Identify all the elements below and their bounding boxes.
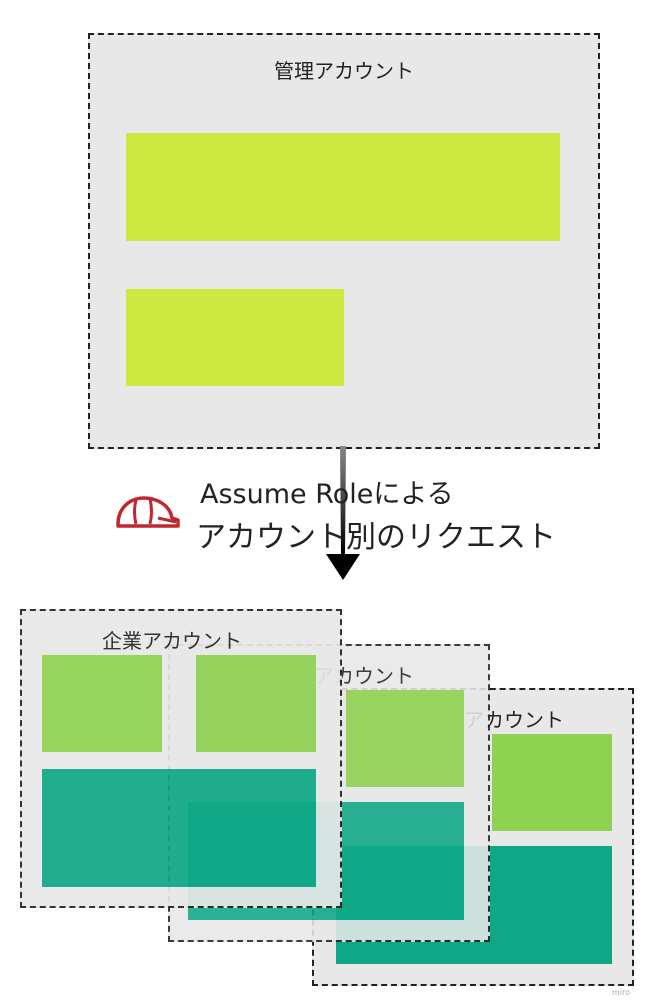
management-block-small (126, 289, 344, 386)
helmet-icon (116, 496, 180, 528)
management-block-large (126, 133, 560, 241)
account-panel-1: 企業アカウント (20, 609, 342, 908)
management-account-panel: 管理アカウント (88, 33, 600, 449)
account-title: 企業アカウント (102, 629, 242, 653)
account-block-small-left (42, 655, 162, 752)
management-account-title: 管理アカウント (274, 59, 414, 83)
down-arrow (326, 446, 360, 580)
account-block-small (492, 734, 612, 831)
account-block-small-right (196, 655, 316, 752)
account-block-large (42, 769, 316, 887)
request-caption-line2: アカウント別のリクエスト (196, 520, 556, 555)
account-block-small (346, 690, 464, 787)
request-caption-line1: Assume Roleによる (200, 479, 454, 510)
watermark: miro (612, 988, 631, 997)
